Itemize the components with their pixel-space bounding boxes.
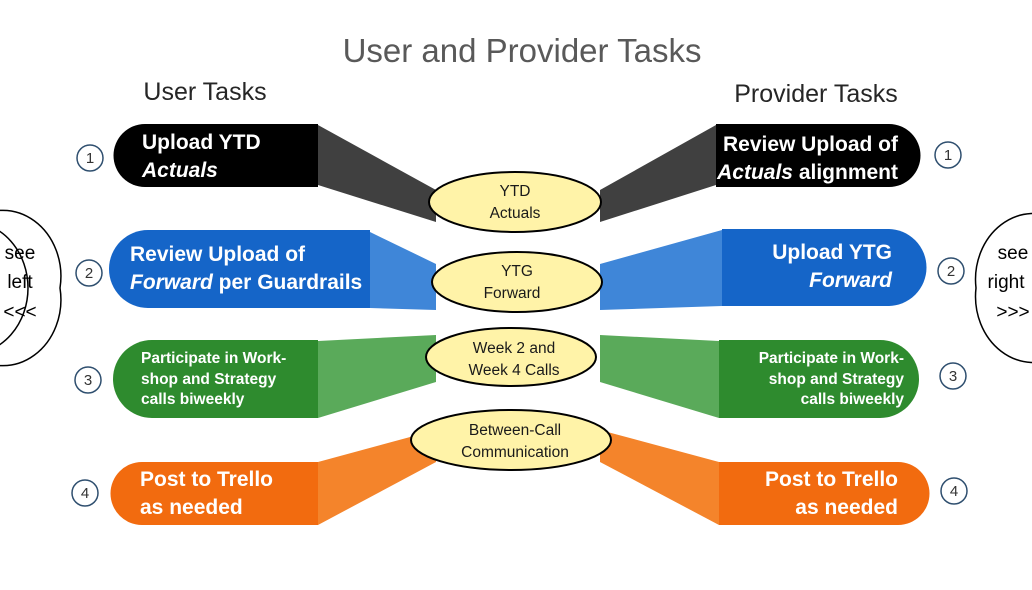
row-1-connector-right bbox=[600, 125, 716, 222]
row-4-provider-line2: as needed bbox=[795, 496, 898, 519]
row-2-user-number bbox=[75, 259, 103, 287]
row-2-user-line1: Review Upload of bbox=[130, 243, 306, 266]
row-1-provider-line2: Actuals alignment bbox=[716, 161, 898, 184]
row-4-user-line2: as needed bbox=[140, 496, 243, 519]
row-4-connector-left bbox=[318, 430, 436, 525]
side-right-line3: >>> bbox=[996, 302, 1029, 323]
side-note-right: see right >>> bbox=[974, 212, 1032, 364]
row-2-user-pill bbox=[109, 230, 370, 308]
row-1-user-number bbox=[76, 144, 104, 172]
row-1-provider-line2-rest: alignment bbox=[793, 161, 898, 184]
row-4-user-number bbox=[71, 479, 99, 507]
row-3: Participate in Work- shop and Strategy c… bbox=[74, 327, 967, 418]
side-right-line1: see bbox=[998, 243, 1029, 264]
row-2-connector-right bbox=[600, 230, 722, 310]
row-1-center-line1: YTD bbox=[500, 183, 531, 200]
row-4-center-line1: Between-Call bbox=[469, 422, 561, 439]
row-2-center-line2: Forward bbox=[484, 285, 541, 302]
row-4-provider-line1: Post to Trello bbox=[765, 468, 898, 491]
row-2-user-line2: Forward per Guardrails bbox=[130, 271, 362, 294]
row-3-user-number-label: 3 bbox=[84, 372, 92, 389]
row-1-center-ellipse bbox=[428, 171, 602, 233]
row-3-provider-number-label: 3 bbox=[949, 368, 957, 385]
row-4-user-pill bbox=[110, 462, 318, 525]
row-3-connector-right bbox=[600, 335, 719, 418]
row-2-user-line2-italic: Forward bbox=[130, 271, 214, 294]
side-left-line2: left bbox=[7, 272, 33, 293]
side-left-line3: <<< bbox=[3, 302, 36, 323]
row-2-center-ellipse bbox=[431, 251, 603, 313]
provider-tasks-header: Provider Tasks bbox=[734, 80, 898, 108]
row-3-center-line2: Week 4 Calls bbox=[468, 362, 559, 379]
row-3-provider-line3: calls biweekly bbox=[801, 391, 905, 408]
row-2-provider-pill bbox=[722, 229, 927, 306]
row-1-provider-number bbox=[934, 141, 962, 169]
row-2-center-line1: YTG bbox=[501, 263, 533, 280]
row-3-user-number bbox=[74, 366, 102, 394]
row-1-user-line1: Upload YTD bbox=[142, 131, 261, 154]
side-left-line1: see bbox=[5, 243, 36, 264]
row-4: Post to Trello as needed Post to Trello … bbox=[71, 409, 968, 525]
user-tasks-header: User Tasks bbox=[143, 78, 266, 106]
row-4-provider-pill bbox=[719, 462, 930, 525]
row-4-provider-number-label: 4 bbox=[950, 483, 958, 500]
row-2-connector-left bbox=[370, 232, 436, 310]
row-1: Upload YTD Actuals Review Upload of Actu… bbox=[76, 124, 962, 233]
row-1-user-number-label: 1 bbox=[86, 150, 94, 167]
row-1-provider-line2-italic: Actuals bbox=[716, 161, 793, 184]
row-3-provider-pill bbox=[719, 340, 919, 418]
row-2-user-line2-rest: per Guardrails bbox=[213, 271, 362, 294]
row-1-center-line2: Actuals bbox=[490, 205, 541, 222]
row-1-provider-number-label: 1 bbox=[944, 147, 952, 164]
row-4-user-line1: Post to Trello bbox=[140, 468, 273, 491]
row-3-center-line1: Week 2 and bbox=[473, 340, 555, 357]
row-4-center-ellipse bbox=[410, 409, 612, 471]
row-4-connector-right bbox=[600, 430, 719, 525]
row-3-provider-line2: shop and Strategy bbox=[769, 371, 905, 388]
row-1-provider-pill bbox=[716, 124, 921, 187]
row-1-user-line2: Actuals bbox=[141, 159, 218, 182]
row-4-user-number-label: 4 bbox=[81, 485, 89, 502]
row-1-provider-line1: Review Upload of bbox=[723, 133, 899, 156]
row-1-user-pill bbox=[113, 124, 318, 187]
row-3-provider-line1: Participate in Work- bbox=[759, 350, 904, 367]
row-4-center-line2: Communication bbox=[461, 444, 569, 461]
side-note-left: see left <<< bbox=[0, 209, 62, 367]
row-3-user-pill bbox=[113, 340, 318, 418]
row-1-connector-left bbox=[318, 125, 436, 222]
row-2-provider-line2: Forward bbox=[809, 269, 893, 292]
row-3-center-ellipse bbox=[425, 327, 597, 387]
row-3-connector-left bbox=[318, 335, 436, 418]
row-3-user-line2: shop and Strategy bbox=[141, 371, 277, 388]
row-3-provider-number bbox=[939, 362, 967, 390]
diagram-title: User and Provider Tasks bbox=[343, 32, 702, 69]
row-3-user-line1: Participate in Work- bbox=[141, 350, 286, 367]
row-2-user-number-label: 2 bbox=[85, 265, 93, 282]
row-3-user-line3: calls biweekly bbox=[141, 391, 245, 408]
row-2: Review Upload of Forward per Guardrails … bbox=[75, 229, 965, 313]
row-4-provider-number bbox=[940, 477, 968, 505]
row-2-provider-number bbox=[937, 257, 965, 285]
row-2-provider-line1: Upload YTG bbox=[772, 241, 892, 264]
side-right-line2: right bbox=[988, 272, 1026, 293]
row-2-provider-number-label: 2 bbox=[947, 263, 955, 280]
